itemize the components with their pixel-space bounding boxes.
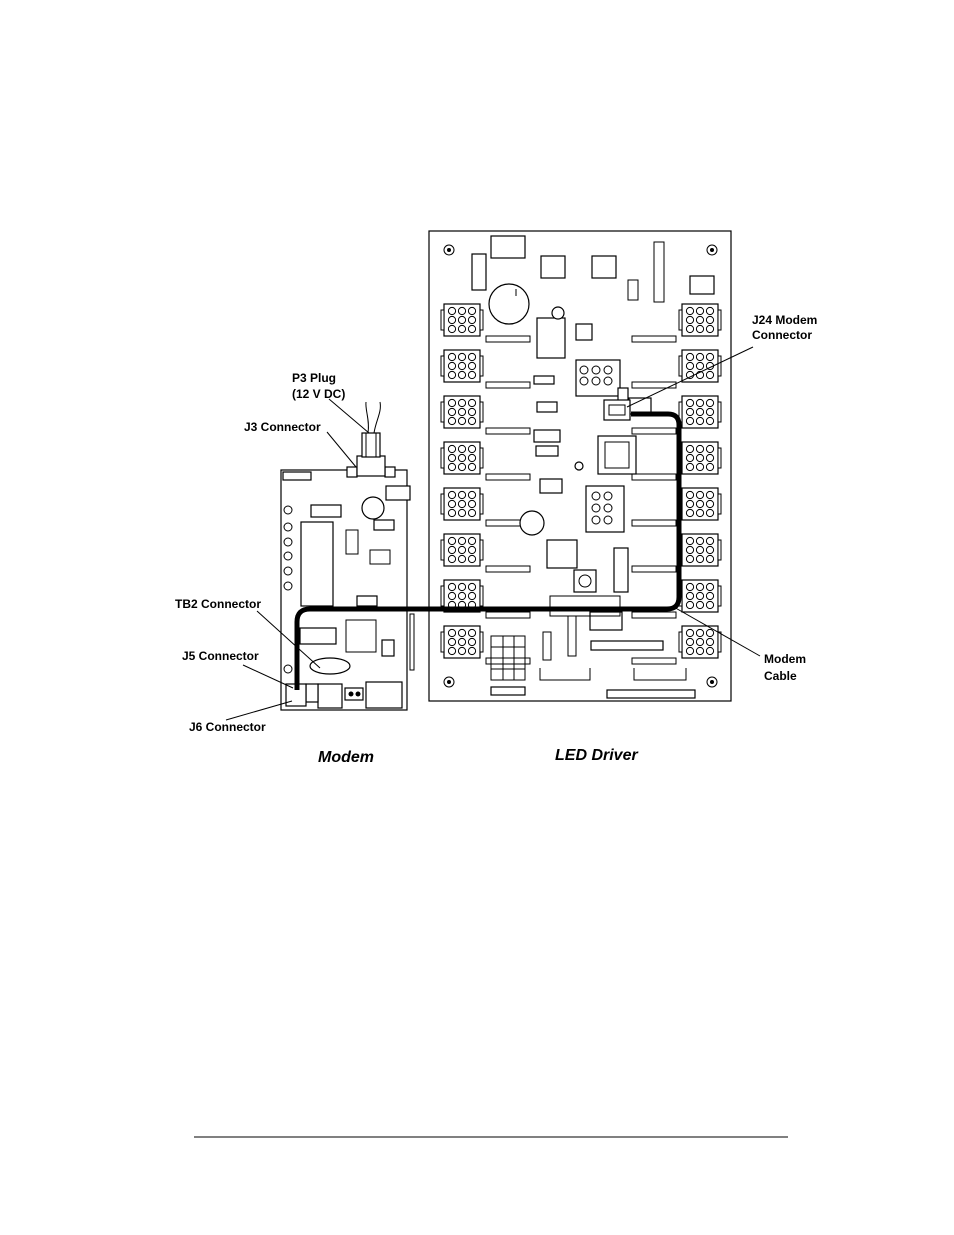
- led-right-header-slot: [631, 565, 677, 573]
- led-right-connector-block: [678, 349, 722, 383]
- led-right-header-slot: [631, 335, 677, 343]
- tb2-connector: [344, 687, 364, 701]
- callout-lines: [225, 346, 761, 721]
- led-driver-header-slots: [485, 335, 677, 665]
- led-left-connector-block: [440, 303, 484, 337]
- led-right-header-slot: [631, 611, 677, 619]
- modem-components: [282, 471, 415, 709]
- led-right-header-slot: [631, 519, 677, 527]
- j24-modem-connector: [603, 399, 631, 421]
- j24-label-line2: Connector: [752, 328, 812, 342]
- led-right-connector-block: [678, 579, 722, 613]
- led-right-header-slot: [631, 473, 677, 481]
- led-left-connector-block: [440, 533, 484, 567]
- led-left-connector-block: [440, 349, 484, 383]
- led-left-header-slot: [485, 611, 531, 619]
- j3-connector: [346, 455, 396, 478]
- p3-plug: [361, 401, 381, 458]
- led-right-connector-block: [678, 303, 722, 337]
- led-left-header-slot: [485, 657, 531, 665]
- led-left-header-slot: [485, 565, 531, 573]
- led-left-header-slot: [485, 381, 531, 389]
- led-right-connector-block: [678, 395, 722, 429]
- modem-caption: Modem: [318, 749, 374, 766]
- modem-cable: [294, 411, 682, 690]
- led-right-connector-block: [678, 487, 722, 521]
- led-left-header-slot: [485, 335, 531, 343]
- led-driver-components: [471, 235, 715, 699]
- led-left-connector-block: [440, 487, 484, 521]
- tb2-connector-label: TB2 Connector: [175, 597, 261, 611]
- modem-cable-label-line2: Cable: [764, 669, 797, 683]
- p3-plug-label-line1: P3 Plug: [292, 371, 336, 385]
- j6-connector-label: J6 Connector: [189, 720, 266, 734]
- led-right-header-slot: [631, 657, 677, 665]
- p3-plug-label-line2: (12 V DC): [292, 387, 345, 401]
- led-driver-board: [428, 230, 732, 702]
- mounting-holes: [443, 244, 718, 688]
- led-driver-left-connectors: [440, 303, 484, 659]
- led-right-header-slot: [631, 427, 677, 435]
- led-right-connector-block: [678, 441, 722, 475]
- led-left-connector-block: [440, 441, 484, 475]
- led-right-connector-block: [678, 625, 722, 659]
- led-driver-caption: LED Driver: [555, 747, 638, 764]
- led-left-header-slot: [485, 473, 531, 481]
- led-right-connector-block: [678, 533, 722, 567]
- modem-board: [280, 401, 415, 711]
- led-right-header-slot: [631, 381, 677, 389]
- led-left-connector-block: [440, 395, 484, 429]
- led-left-connector-block: [440, 625, 484, 659]
- led-left-header-slot: [485, 427, 531, 435]
- j5-connector: [305, 683, 319, 703]
- led-driver-right-connectors: [678, 303, 722, 659]
- j5-connector-label: J5 Connector: [182, 649, 259, 663]
- modem-cable-label-line1: Modem: [764, 652, 806, 666]
- j3-connector-label: J3 Connector: [244, 420, 321, 434]
- j24-label-line1: J24 Modem: [752, 313, 817, 327]
